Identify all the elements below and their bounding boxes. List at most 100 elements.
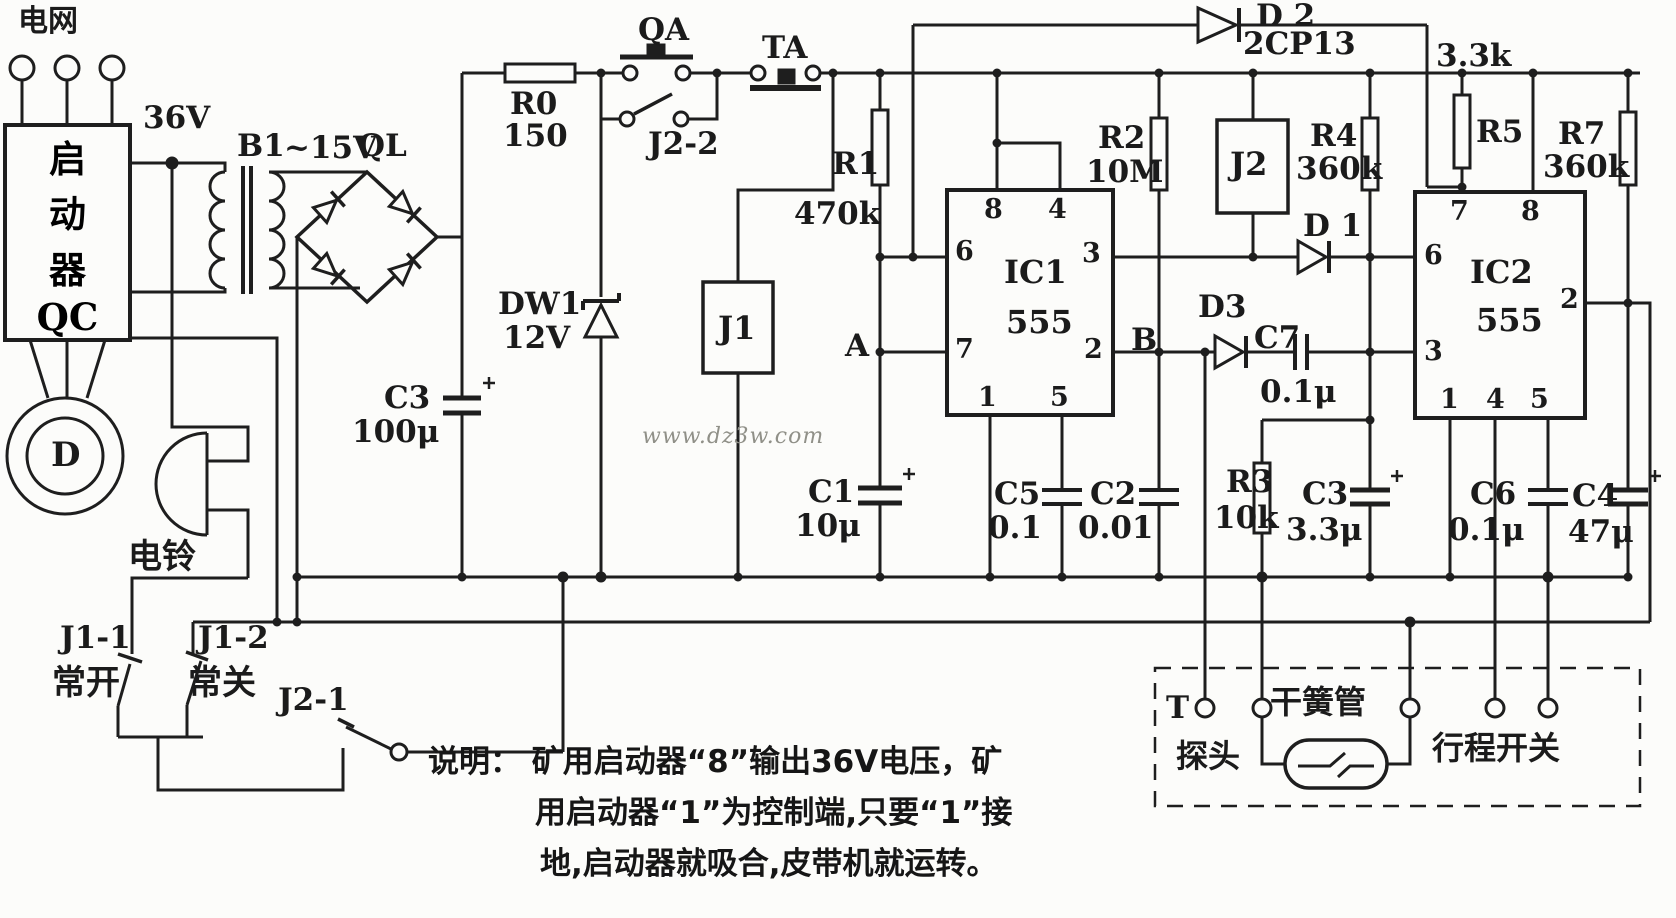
switch-j2-2 [601, 73, 719, 128]
ic1-pin-7: 7 [955, 334, 974, 365]
node-a-label: A [845, 328, 870, 364]
resistor-r2 [1139, 73, 1179, 577]
c5-value: 0.1 [988, 510, 1042, 546]
resistor-r7 [1608, 73, 1661, 577]
ic2-pin-4: 4 [1486, 384, 1505, 415]
ic1-type: 555 [1006, 303, 1073, 341]
transformer [130, 156, 367, 294]
ic1-label: IC1 [1004, 253, 1067, 291]
probe-label: 探头 [1176, 737, 1241, 775]
r5-label: R5 [1476, 114, 1524, 150]
d3-label: D3 [1198, 289, 1247, 325]
relay-j1 [701, 73, 835, 577]
c6-label: C6 [1470, 476, 1517, 512]
zener-dw1 [581, 73, 621, 577]
ic1-555 [945, 73, 1298, 577]
motor-symbol [5, 339, 125, 516]
ic1-pin-4: 4 [1048, 194, 1067, 225]
c3b-label: C3 [1302, 476, 1349, 512]
resistor-r5 [1452, 73, 1472, 192]
r3-value: 10k [1214, 500, 1279, 536]
r5-value: 3.3k [1436, 38, 1512, 74]
motor-label: D [51, 435, 81, 475]
r2-label: R2 [1098, 120, 1146, 156]
ic2-pin-6: 6 [1424, 240, 1443, 271]
r7-value: 360k [1543, 149, 1630, 185]
starter-label: 启 动 器 QC [36, 138, 99, 339]
r7-label: R7 [1558, 116, 1606, 152]
r0-label: R0 [510, 86, 558, 122]
d1-label: D 1 [1303, 208, 1363, 244]
ic2-555 [1413, 73, 1652, 708]
resistor-r4 [1350, 73, 1403, 577]
grid-label: 电网 [18, 4, 78, 39]
r1-value: 470k [794, 196, 881, 232]
ic1-pin-6: 6 [955, 236, 974, 267]
b1-label: B1 [237, 128, 285, 164]
j11-label: J1-1 [60, 620, 131, 656]
v15-label: ~15V [284, 130, 378, 166]
bell-symbol [130, 163, 250, 654]
reed-switch-label: 干簧管 [1270, 683, 1367, 721]
bridge-rectifier [294, 169, 462, 622]
sensor-box [1153, 666, 1642, 808]
ic2-label: IC2 [1470, 253, 1533, 291]
filter-cap-c3 [443, 73, 495, 577]
d2-label: D 2 [1256, 0, 1316, 34]
qc-control-line [130, 336, 279, 622]
ic2-pin-8: 8 [1521, 196, 1540, 227]
diode-d1 [1296, 238, 1415, 276]
ic1-pin-3: 3 [1082, 238, 1101, 269]
j21-label: J2-1 [278, 682, 349, 718]
ic1-pin-2: 2 [1084, 334, 1103, 365]
dw1-label: DW1 [498, 286, 582, 322]
contact-j1-2 [185, 622, 209, 737]
junction-dots [167, 68, 1633, 628]
diode-d3-cap-c7 [1213, 333, 1415, 371]
r1-label: R1 [832, 146, 880, 182]
ic2-pin-7: 7 [1450, 196, 1469, 227]
ic1-pin-5: 5 [1050, 382, 1069, 413]
ta-label: TA [762, 30, 808, 66]
switch-qa [620, 43, 693, 82]
r3-label: R3 [1226, 464, 1274, 500]
c1-value: 10μ [795, 508, 861, 544]
c3a-value: 100μ [352, 414, 440, 450]
c4-label: C4 [1572, 478, 1619, 514]
c2-value: 0.01 [1078, 510, 1154, 546]
contact-j1-1 [116, 652, 345, 792]
j11-state: 常开 [52, 663, 120, 703]
ic1-pin-8: 8 [984, 194, 1003, 225]
note-line-3: 地,启动器就吸合,皮带机就运转。 [540, 846, 998, 882]
probe-t-label: T [1166, 690, 1190, 726]
v36-label: 36V [143, 100, 211, 136]
ic2-pin-3: 3 [1424, 336, 1443, 367]
ic2-pin-5: 5 [1530, 384, 1549, 415]
r0-value: 150 [503, 118, 568, 154]
c7-value: 0.1μ [1260, 374, 1337, 410]
switch-ta [690, 64, 822, 91]
c4-value: 47μ [1568, 514, 1634, 550]
c1-label: C1 [808, 474, 855, 510]
j22-label: J2-2 [648, 126, 719, 162]
j2-label: J2 [1230, 145, 1268, 183]
ic1-pin-1: 1 [978, 382, 997, 413]
qa-label: QA [638, 12, 690, 48]
d2-value: 2CP13 [1243, 26, 1356, 62]
note-line-1: 说明： 矿用启动器“8”输出36V电压，矿 [428, 744, 1003, 780]
diode-d2 [911, 5, 1462, 257]
ic2-pin-2: 2 [1560, 284, 1579, 315]
r2-value: 10M [1086, 154, 1164, 190]
j1-label: J1 [718, 309, 756, 347]
c5-label: C5 [994, 476, 1041, 512]
dw1-value: 12V [503, 320, 571, 356]
relay-j2 [1215, 73, 1290, 257]
c2-label: C2 [1090, 476, 1137, 512]
resistor-r1 [858, 73, 947, 577]
mains-terminals [8, 54, 126, 125]
ic2-pin-1: 1 [1440, 384, 1459, 415]
bell-label: 电铃 [128, 537, 196, 577]
j12-state: 常关 [188, 663, 256, 703]
